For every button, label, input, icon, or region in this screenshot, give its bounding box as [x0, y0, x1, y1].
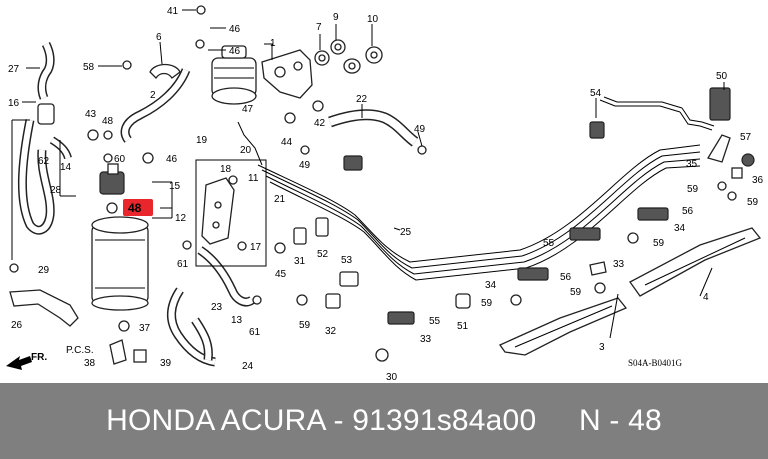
part-label: 55 [543, 238, 555, 249]
part-label: 59 [481, 298, 493, 309]
highlight-label: 48 [128, 201, 142, 215]
part-label: 38 [84, 358, 96, 369]
part-label: 59 [747, 197, 759, 208]
diagram-code: S04A-B0401G [628, 358, 683, 368]
part-label: 28 [50, 185, 62, 196]
part-label: 25 [400, 227, 412, 238]
part-label: 60 [114, 154, 126, 165]
part-label: 22 [356, 94, 368, 105]
highlighted-part: 48 [123, 199, 153, 216]
parts-diagram: 41 46 46 1 7 9 10 6 27 58 2 47 16 43 48 … [6, 5, 764, 383]
part-label: 33 [613, 259, 625, 270]
part-label: 61 [249, 327, 261, 338]
part-label: 4 [703, 292, 709, 303]
part-label: 29 [38, 265, 50, 276]
part-label: 12 [175, 213, 187, 224]
part-label: 37 [139, 323, 151, 334]
part-label: 18 [220, 164, 232, 175]
part-label: 31 [294, 256, 306, 267]
part-label: 57 [740, 132, 752, 143]
components [9, 5, 762, 365]
part-label: 51 [457, 321, 469, 332]
part-label: 15 [169, 181, 181, 192]
part-label: 46 [166, 154, 178, 165]
part-label: 17 [250, 242, 262, 253]
part-label: 56 [560, 272, 572, 283]
part-label: 3 [599, 342, 605, 353]
part-label: 61 [177, 259, 189, 270]
part-label: 24 [242, 361, 254, 372]
part-label: 16 [8, 98, 20, 109]
part-label: 34 [674, 223, 686, 234]
part-label: 44 [281, 137, 293, 148]
part-label: 59 [653, 238, 665, 249]
leader-lines [11, 9, 725, 339]
part-label: 33 [420, 334, 432, 345]
part-label: 52 [317, 249, 329, 260]
part-label: 56 [682, 206, 694, 217]
part-number-caption: HONDA ACURA - 91391s84a00 N - 48 [106, 404, 662, 437]
part-label: 41 [167, 6, 179, 17]
part-label: 1 [270, 38, 276, 49]
part-label: 23 [211, 302, 223, 313]
part-label: 6 [156, 32, 162, 43]
part-label: 49 [299, 160, 311, 171]
part-label: 42 [314, 118, 326, 129]
hoses [17, 41, 419, 367]
part-label: 35 [686, 159, 698, 170]
part-label: 46 [229, 24, 241, 35]
part-label: 30 [386, 372, 398, 383]
part-label: 19 [196, 135, 208, 146]
part-label: 10 [367, 14, 379, 25]
part-label: 50 [716, 71, 728, 82]
fuel-lines [237, 96, 715, 281]
part-label: 43 [85, 109, 97, 120]
part-label: 59 [299, 320, 311, 331]
part-label: 13 [231, 315, 243, 326]
footer-bar: HONDA ACURA - 91391s84a00 N - 48 [0, 383, 768, 459]
part-label: 2 [150, 90, 156, 101]
part-label: 20 [240, 145, 252, 156]
part-label: 49 [414, 124, 426, 135]
highlight-box [123, 199, 153, 216]
parts-diagram-drawing: 41 46 46 1 7 9 10 6 27 58 2 47 16 43 48 … [6, 5, 764, 383]
part-label: 59 [687, 184, 699, 195]
part-label: 59 [570, 287, 582, 298]
part-label: 21 [274, 194, 286, 205]
part-label: 26 [11, 320, 23, 331]
part-label: 62 [38, 156, 50, 167]
front-arrow: FR. [6, 352, 47, 370]
part-label: 9 [333, 12, 339, 23]
part-label: 58 [83, 62, 95, 73]
part-label: 36 [752, 175, 764, 186]
front-label: FR. [31, 352, 47, 363]
pcs-label: P.C.S. [66, 345, 94, 356]
part-label: 48 [102, 116, 114, 127]
part-label: 14 [60, 162, 72, 173]
part-label: 34 [485, 280, 497, 291]
part-label: 32 [325, 326, 337, 337]
part-label: 47 [242, 104, 254, 115]
part-label: 54 [590, 88, 602, 99]
part-label: 39 [160, 358, 172, 369]
part-label: 46 [229, 46, 241, 57]
front-arrow-icon [6, 356, 32, 370]
part-labels: 41 46 46 1 7 9 10 6 27 58 2 47 16 43 48 … [8, 6, 764, 383]
part-label: 55 [429, 316, 441, 327]
part-label: 27 [8, 64, 20, 75]
part-label: 7 [316, 22, 322, 33]
part-label: 45 [275, 269, 287, 280]
part-label: 53 [341, 255, 353, 266]
part-label: 11 [248, 173, 259, 184]
